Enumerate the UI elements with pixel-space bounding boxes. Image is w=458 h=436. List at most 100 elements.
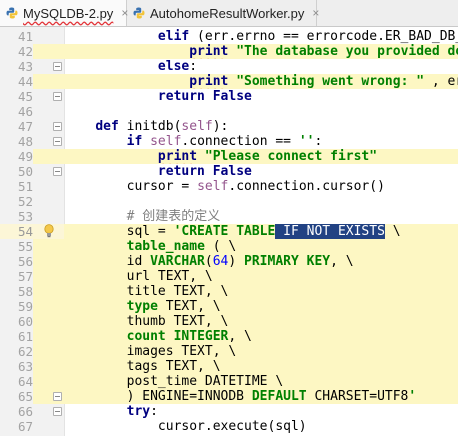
code-line[interactable]: 62 images TEXT, \ [0, 344, 458, 359]
code-line[interactable]: 63 tags TEXT, \ [0, 359, 458, 374]
code-token: ( [173, 119, 182, 134]
code-line[interactable]: 65 ) ENGINE=INNODB DEFAULT CHARSET=UTF8' [0, 389, 458, 404]
code-line[interactable]: 53 # 创建表的定义 [0, 209, 458, 224]
line-number: 62 [17, 344, 33, 359]
code-line[interactable]: 49 print "Please connect first" [0, 149, 458, 164]
code-token: count INTEGER [126, 329, 229, 344]
tab-autohomeresultworker[interactable]: AutohomeResultWorker.py × [127, 0, 320, 26]
code-line[interactable]: 56 id VARCHAR(64) PRIMARY KEY, \ [0, 254, 458, 269]
code-line[interactable]: 59 type TEXT, \ [0, 299, 458, 314]
code-line[interactable]: 42 print "The database you provided does… [0, 44, 458, 59]
code-line[interactable]: 43 else: [0, 59, 458, 74]
code-text: print "The database you provided does no… [64, 44, 458, 59]
code-line[interactable]: 46 [0, 104, 458, 119]
code-token: id [64, 254, 151, 269]
line-number: 64 [17, 374, 33, 389]
code-text: type TEXT, \ [64, 299, 458, 314]
code-token: cursor = [64, 179, 198, 194]
code-text: if self.connection == '': [64, 134, 458, 149]
code-token: , \ [330, 254, 354, 269]
highlight-gutter [33, 314, 64, 329]
code-token [64, 59, 158, 74]
code-token: print [189, 74, 229, 89]
code-line[interactable]: 57 url TEXT, \ [0, 269, 458, 284]
code-token [64, 134, 127, 149]
code-line[interactable]: 44 print "Something went wrong: " , err [0, 74, 458, 89]
code-text: try: [64, 404, 458, 419]
code-line[interactable]: 60 thumb TEXT, \ [0, 314, 458, 329]
code-token: thumb TEXT, \ [64, 314, 229, 329]
code-token [64, 119, 95, 134]
code-token [64, 89, 158, 104]
line-number: 58 [17, 284, 33, 299]
code-token [64, 29, 158, 44]
close-tab-icon[interactable]: × [312, 6, 320, 20]
highlight-gutter [33, 269, 64, 284]
fold-marker-icon[interactable] [53, 167, 62, 176]
code-line[interactable]: 67 cursor.execute(sql) [0, 419, 458, 434]
code-line[interactable]: 64 post_time DATETIME \ [0, 374, 458, 389]
code-text: elif (err.errno == errorcode.ER_BAD_DB_E… [64, 29, 458, 44]
line-number: 60 [17, 314, 33, 329]
code-line[interactable]: 41 elif (err.errno == errorcode.ER_BAD_D… [0, 29, 458, 44]
code-line[interactable]: 52 [0, 194, 458, 209]
line-number: 41 [17, 29, 33, 44]
code-line[interactable]: 66 try: [0, 404, 458, 419]
code-token: cursor.execute(sql) [64, 419, 307, 434]
code-token: "Please connect first" [204, 149, 378, 164]
code-text: tags TEXT, \ [64, 359, 458, 374]
code-line[interactable]: 48 if self.connection == '': [0, 134, 458, 149]
line-number: 59 [17, 299, 33, 314]
code-line[interactable]: 50 return False [0, 164, 458, 179]
code-token: : [314, 134, 323, 149]
tab-mysqldb-2[interactable]: MySQLDB-2.py × [0, 0, 129, 26]
line-number: 61 [17, 329, 33, 344]
code-line[interactable]: 58 title TEXT, \ [0, 284, 458, 299]
code-editor[interactable]: 41 elif (err.errno == errorcode.ER_BAD_D… [0, 27, 458, 436]
code-token: print [157, 149, 198, 164]
line-number: 43 [17, 59, 33, 74]
code-line[interactable]: 47 def initdb(self): [0, 119, 458, 134]
line-number: 55 [17, 239, 33, 254]
fold-marker-icon[interactable] [53, 92, 62, 101]
code-token: table_name [126, 239, 205, 254]
code-token: DEFAULT [251, 389, 307, 404]
line-number: 53 [17, 209, 33, 224]
code-token: tags TEXT, \ [64, 359, 221, 374]
code-token: False [212, 89, 252, 104]
close-tab-icon[interactable]: × [121, 6, 129, 20]
code-token: .connection.cursor() [228, 179, 385, 194]
code-line[interactable]: 51 cursor = self.connection.cursor() [0, 179, 458, 194]
code-line[interactable]: 55 table_name ( \ [0, 239, 458, 254]
highlight-gutter [33, 74, 64, 89]
code-text: return False [64, 164, 458, 179]
code-line[interactable]: 45 return False [0, 89, 458, 104]
fold-marker-icon[interactable] [53, 122, 62, 131]
line-number: 50 [17, 164, 33, 179]
code-token [64, 239, 127, 254]
line-number: 57 [17, 269, 33, 284]
code-text: # 创建表的定义 [64, 209, 458, 224]
python-file-icon [133, 7, 145, 19]
code-token: # 创建表的定义 [126, 209, 221, 224]
code-text: else: [64, 59, 458, 74]
code-line[interactable]: 61 count INTEGER, \ [0, 329, 458, 344]
code-token: TEXT, \ [157, 299, 221, 314]
line-number: 49 [17, 149, 33, 164]
fold-marker-icon[interactable] [53, 137, 62, 146]
code-token: ): [212, 119, 229, 134]
line-number: 54 [17, 224, 33, 239]
fold-marker-icon[interactable] [53, 407, 62, 416]
code-token: else [157, 59, 190, 74]
code-text: post_time DATETIME \ [64, 374, 458, 389]
highlight-gutter [33, 239, 64, 254]
code-token [64, 74, 189, 89]
code-token: return [157, 89, 205, 104]
highlight-gutter [33, 344, 64, 359]
code-line[interactable]: 54 sql = 'CREATE TABLE IF NOT EXISTS \ [0, 224, 458, 239]
code-token [64, 209, 127, 224]
fold-marker-icon[interactable] [53, 392, 62, 401]
fold-marker-icon[interactable] [53, 62, 62, 71]
code-token: False [212, 164, 252, 179]
lightbulb-icon[interactable] [44, 224, 54, 242]
